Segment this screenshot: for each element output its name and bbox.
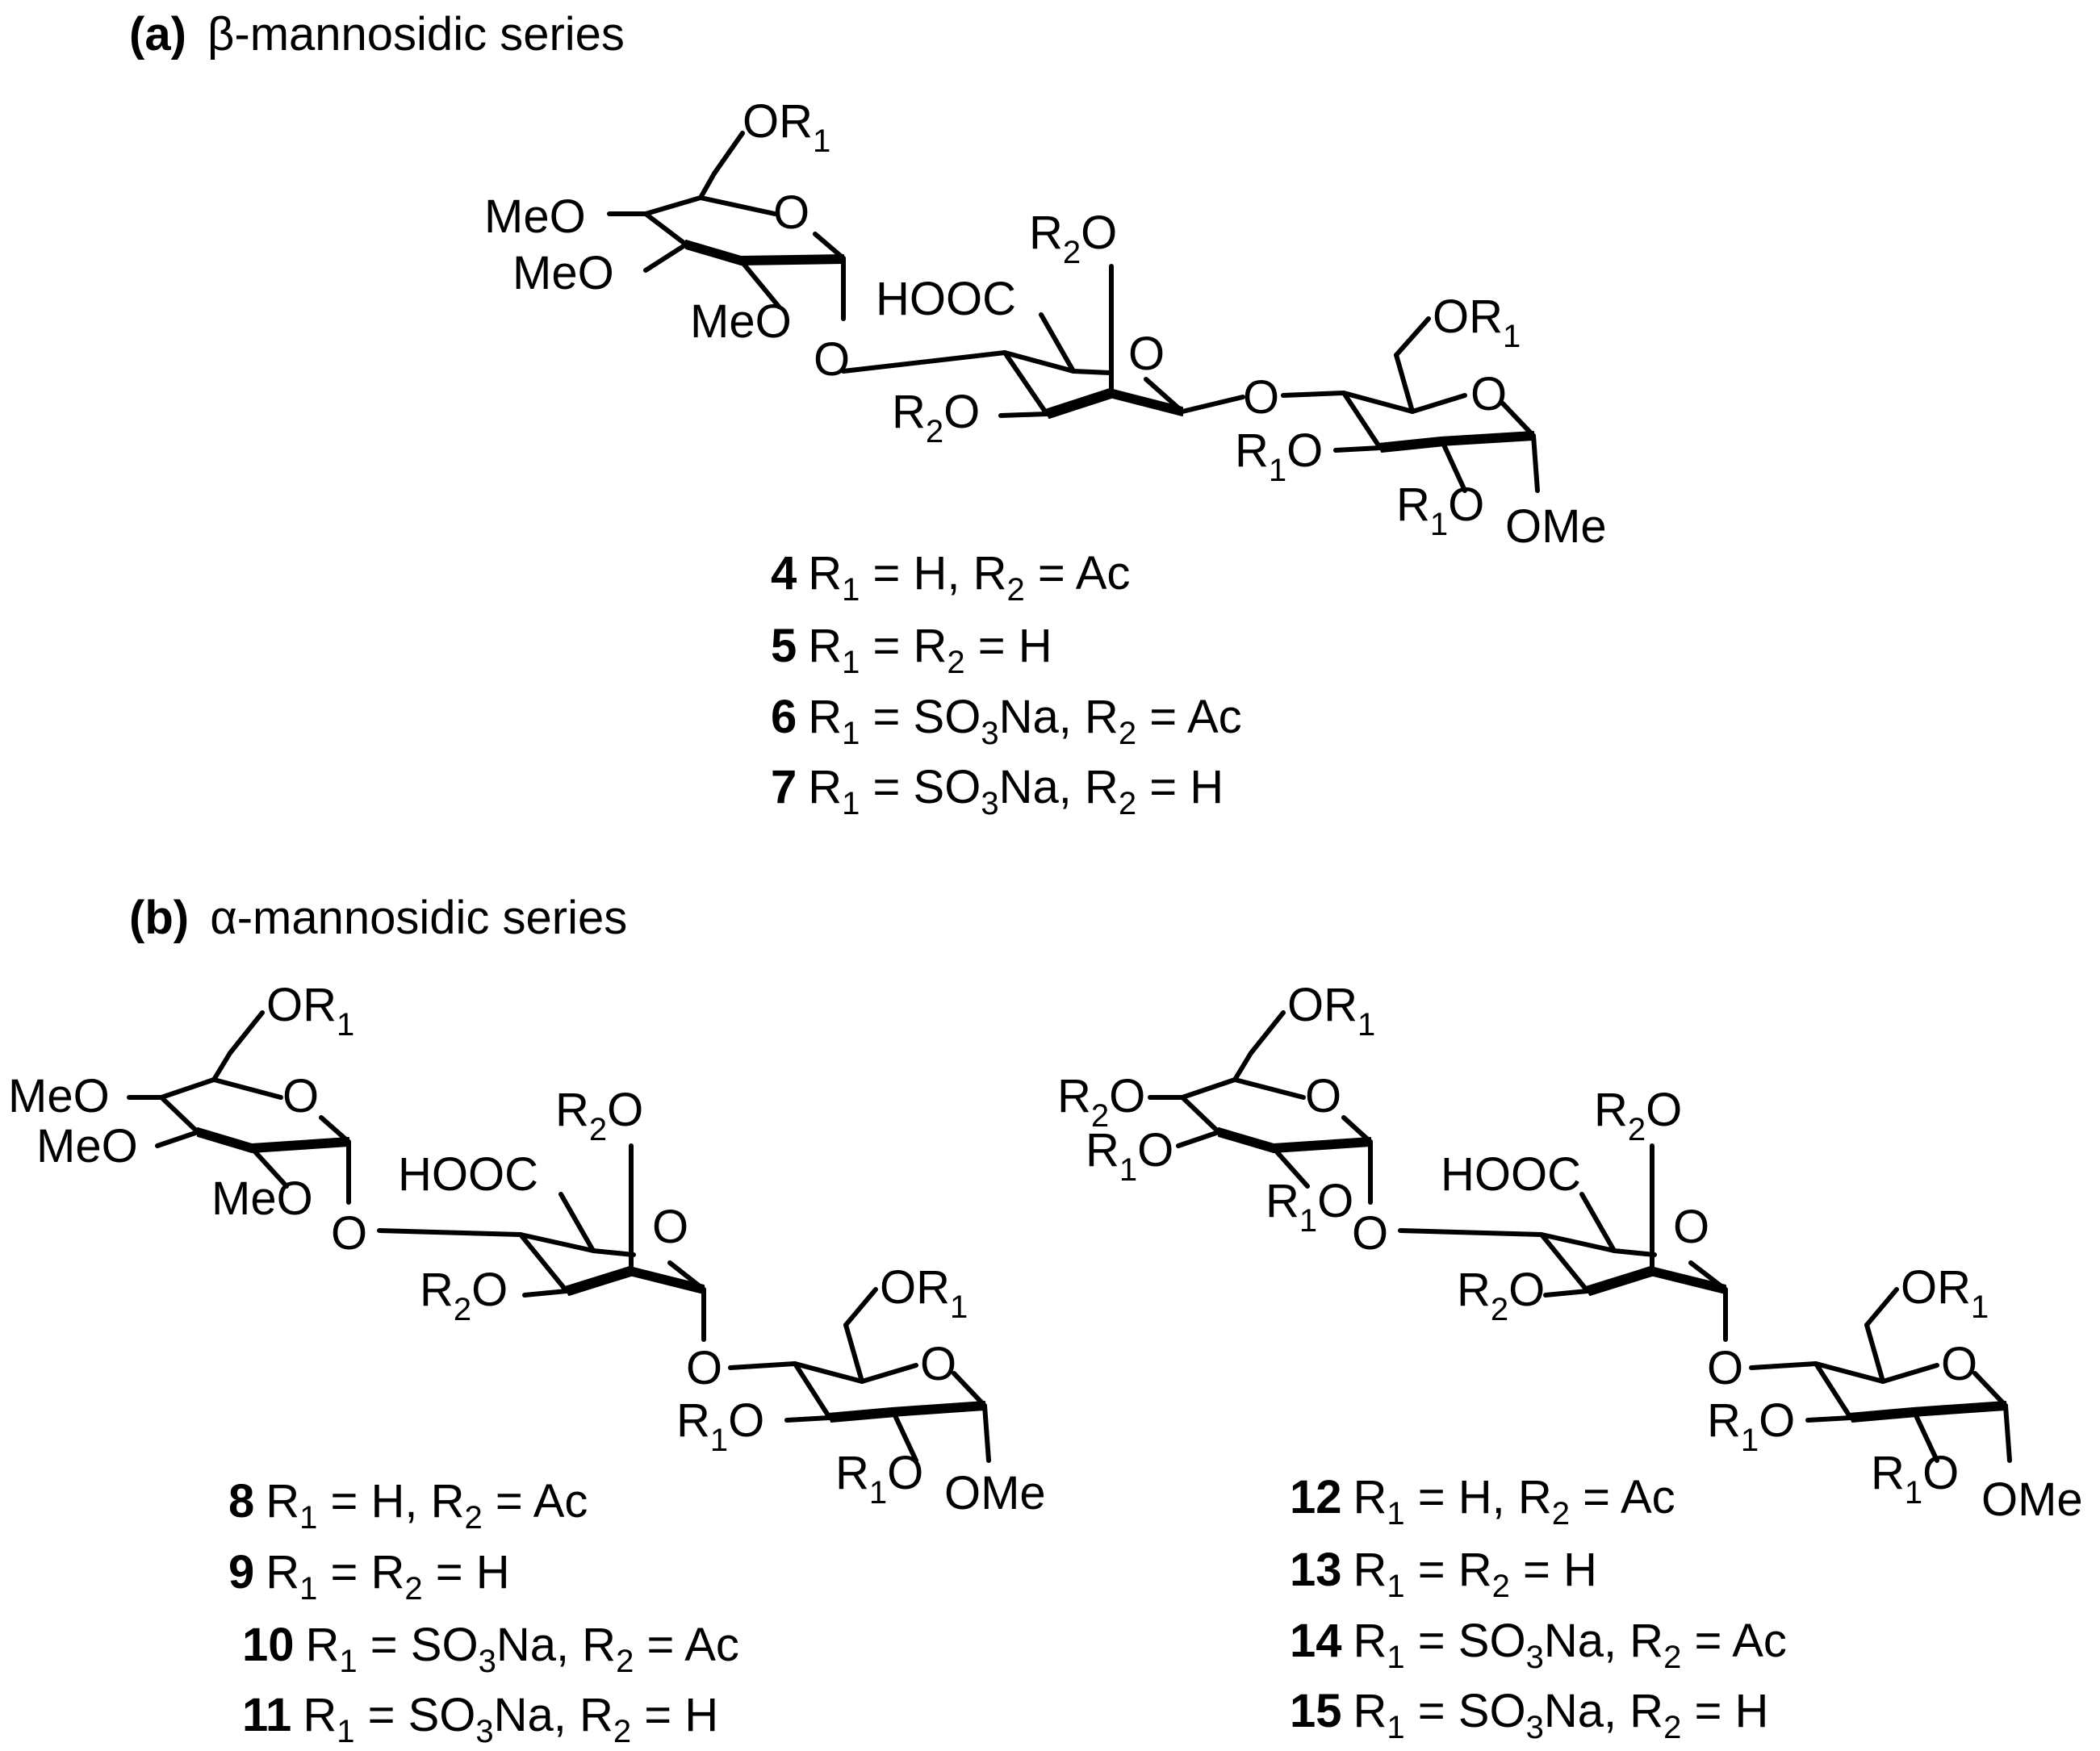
r2o-label: R2O [892, 386, 980, 449]
meo-label: MeO [36, 1120, 138, 1172]
r1o-label: R1O [1086, 1124, 1173, 1188]
or1-label: OR1 [1901, 1261, 1989, 1325]
r1o-label: R1O [676, 1394, 764, 1458]
ring-oxygen-label: O [773, 186, 809, 239]
r2o-label: R2O [420, 1264, 508, 1327]
glycosidic-oxygen-label: O [814, 333, 850, 386]
ring-b2 [518, 1143, 706, 1342]
or1-label: OR1 [1433, 290, 1521, 354]
r2o-label: R2O [555, 1084, 643, 1147]
ome-label: OMe [944, 1467, 1046, 1519]
ring-oxygen-label: O [282, 1070, 319, 1122]
r1o-label: R1O [1396, 478, 1484, 542]
r2o-label: R2O [1057, 1070, 1145, 1134]
r1o-label: R1O [1707, 1394, 1795, 1458]
section-a-greek: β [207, 8, 234, 61]
ring-c1 [1281, 316, 1540, 493]
ring-c3 [1749, 1287, 2012, 1463]
hooc-label: HOOC [1441, 1148, 1581, 1201]
r2o-label: R2O [1457, 1264, 1545, 1327]
ring-oxygen-label: O [652, 1201, 688, 1253]
ring-oxygen-label: O [1673, 1201, 1709, 1253]
or1-label: OR1 [1287, 979, 1375, 1043]
section-b-letter: (b) [129, 892, 189, 944]
ring-a3 [1148, 1010, 1544, 1237]
ring-oxygen-label: O [1128, 328, 1165, 380]
structure-alpha-trisaccharide-methylated: OR1 O MeO MeO MeO O HOOC R2O O R2O O [8, 979, 1046, 1519]
section-b-heading: (b) α-mannosidic series [129, 892, 627, 944]
r2o-label: R2O [1594, 1084, 1682, 1147]
glycosidic-oxygen-label: O [686, 1342, 722, 1394]
r2o-label: R2O [1029, 207, 1117, 270]
section-a-heading: (a) β-mannosidic series [129, 8, 625, 61]
structure-beta-trisaccharide: OR1 O MeO MeO MeO O HOOC R2O O R2O O [484, 95, 1607, 553]
section-b-title: -mannosidic series [237, 892, 628, 944]
r1o-label: R1O [1871, 1447, 1959, 1511]
ring-c2 [728, 1287, 991, 1463]
ring-a2 [127, 1010, 523, 1237]
ring-oxygen-label: O [1941, 1338, 1977, 1390]
ome-label: OMe [1505, 500, 1607, 553]
section-b-greek: α [210, 892, 237, 944]
ome-label: OMe [1981, 1473, 2083, 1526]
ring-b1 [998, 264, 1245, 419]
ring-a1 [607, 131, 1007, 374]
r1o-label: R1O [1265, 1175, 1353, 1239]
glycosidic-oxygen-label: O [1352, 1207, 1388, 1260]
structure-alpha-trisaccharide-unmethylated: OR1 O R2O R1O R1O O HOOC R2O O R2O O [1057, 979, 2083, 1526]
ring-oxygen-label: O [1305, 1070, 1341, 1122]
meo-label: MeO [690, 295, 792, 348]
or1-label: OR1 [266, 979, 354, 1043]
r1o-label: R1O [1235, 424, 1323, 488]
or1-label: OR1 [743, 95, 830, 159]
meo-label: MeO [512, 247, 614, 299]
glycosidic-oxygen-label: O [1243, 371, 1279, 424]
glycosidic-oxygen-label: O [1707, 1342, 1743, 1394]
meo-label: MeO [211, 1172, 313, 1225]
hooc-label: HOOC [398, 1148, 538, 1201]
svg-text:(b) α-mannosidic series: (b) α-mannosidic series [129, 892, 627, 944]
r1o-label: R1O [835, 1447, 923, 1511]
ring-b3 [1539, 1143, 1728, 1342]
section-a-letter: (a) [129, 8, 186, 61]
or1-label: OR1 [880, 1261, 968, 1325]
ring-oxygen-label: O [1470, 368, 1507, 420]
section-a-title: -mannosidic series [234, 8, 625, 61]
ring-oxygen-label: O [920, 1338, 956, 1390]
glycosidic-oxygen-label: O [331, 1207, 367, 1260]
svg-text:(a) β-mannosidic series: (a) β-mannosidic series [129, 8, 625, 61]
meo-label: MeO [8, 1070, 110, 1122]
meo-label: MeO [484, 190, 586, 243]
hooc-label: HOOC [876, 273, 1016, 325]
